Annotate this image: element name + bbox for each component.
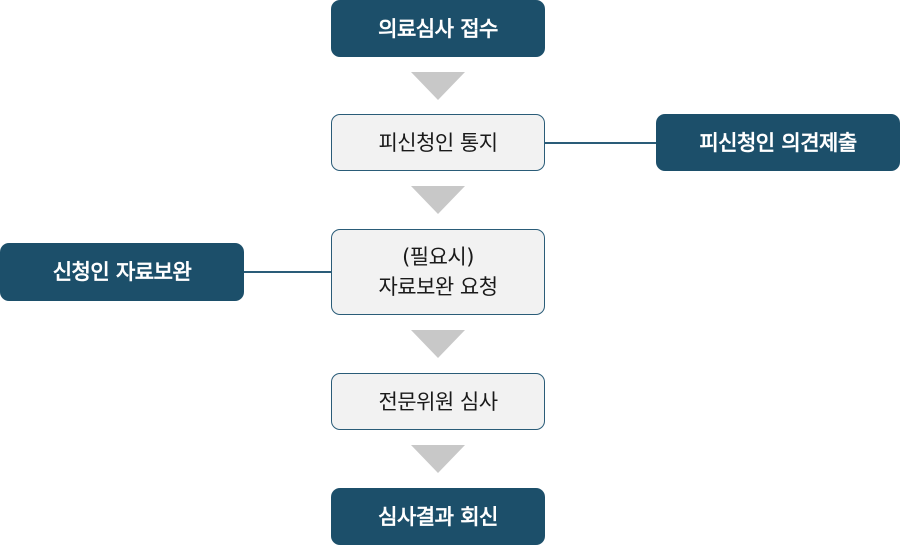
step-review-result-reply-label: 심사결과 회신	[378, 504, 498, 529]
side-applicant-supplement: 신청인 자료보완	[0, 243, 244, 301]
step-expert-review-label: 전문위원 심사	[378, 389, 498, 414]
step-data-supplement-request-line2: 자료보완 요청	[378, 275, 498, 299]
side-applicant-supplement-label: 신청인 자료보완	[52, 260, 192, 284]
step-data-supplement-request-line1: (필요시)	[402, 245, 474, 269]
down-arrow-icon	[411, 445, 465, 473]
down-arrow-icon	[411, 72, 465, 100]
side-respondent-opinion: 피신청인 의견제출	[656, 114, 900, 171]
down-arrow-icon	[411, 186, 465, 214]
step-expert-review: 전문위원 심사	[331, 373, 545, 430]
step-respondent-notice: 피신청인 통지	[331, 114, 545, 171]
step-data-supplement-request: (필요시) 자료보완 요청	[331, 229, 545, 315]
side-respondent-opinion-label: 피신청인 의견제출	[699, 130, 857, 155]
step-medical-review-receipt: 의료심사 접수	[331, 0, 545, 57]
step-review-result-reply: 심사결과 회신	[331, 488, 545, 545]
step-medical-review-receipt-label: 의료심사 접수	[378, 16, 498, 41]
connector-line	[244, 271, 331, 273]
connector-line	[545, 142, 656, 144]
down-arrow-icon	[411, 330, 465, 358]
step-respondent-notice-label: 피신청인 통지	[378, 130, 498, 155]
